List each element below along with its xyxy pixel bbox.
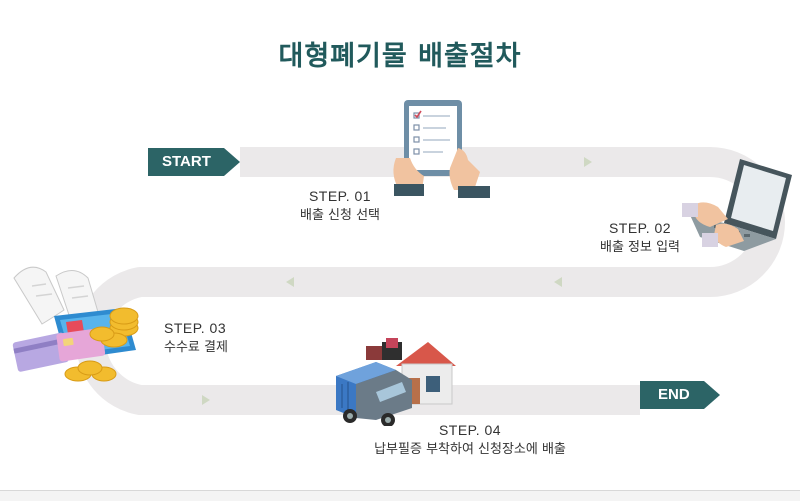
tablet-checklist-icon <box>393 100 490 198</box>
direction-arrow-left-icon <box>286 277 294 287</box>
step-1-number: STEP. 01 <box>308 188 372 204</box>
laptop-typing-icon <box>682 159 792 251</box>
step-4-label: STEP. 04 납부필증 부착하여 신청장소에 배출 <box>320 420 620 460</box>
direction-arrow-left-icon <box>554 277 562 287</box>
step-2-number: STEP. 02 <box>608 220 672 236</box>
step-2-label: STEP. 02 배출 정보 입력 <box>580 218 700 258</box>
step-3-label: STEP. 03 수수료 결제 <box>164 318 274 358</box>
page-title: 대형폐기물 배출절차 <box>278 41 522 72</box>
step-3-description: 수수료 결제 <box>164 340 228 355</box>
direction-arrow-right-icon <box>202 395 210 405</box>
payment-cards-coins-icon <box>12 266 139 382</box>
step-4-number: STEP. 04 <box>438 422 502 438</box>
step-1-label: STEP. 01 배출 신청 선택 <box>280 186 400 226</box>
start-flag: START <box>148 148 240 176</box>
end-flag: END <box>640 381 720 409</box>
direction-arrow-right-icon <box>584 157 592 167</box>
step-1-description: 배출 신청 선택 <box>299 208 381 223</box>
step-3-number: STEP. 03 <box>164 320 227 336</box>
step-4-description: 납부필증 부착하여 신청장소에 배출 <box>374 442 566 457</box>
truck-house-icon <box>336 338 456 426</box>
step-2-description: 배출 정보 입력 <box>599 240 681 255</box>
bottom-bar <box>0 490 800 501</box>
